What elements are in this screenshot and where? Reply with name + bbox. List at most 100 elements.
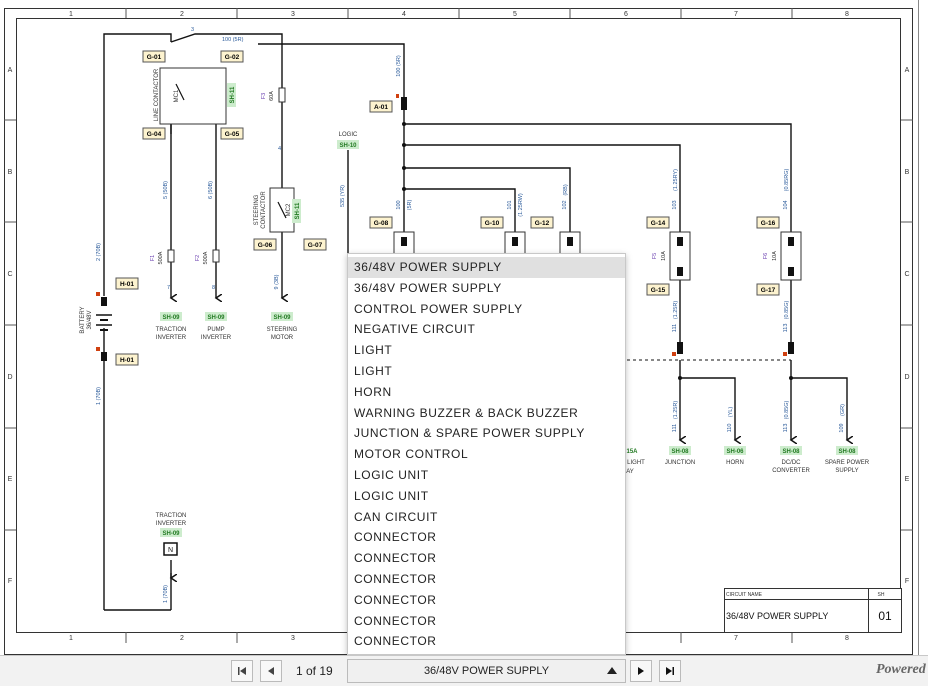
traction-inverter-b-label-2: INVERTER bbox=[156, 521, 187, 527]
horn-label: HORN bbox=[726, 460, 744, 466]
title-block-circuit-name: 36/48V POWER SUPPLY bbox=[726, 611, 828, 621]
connector-h01-top: H-01 bbox=[120, 281, 134, 288]
dropdown-option[interactable]: NEGATIVE CIRCUIT bbox=[348, 319, 625, 340]
partial-ay-label: AY bbox=[626, 469, 634, 475]
sheet-ref-sh08-spare: SH-08 bbox=[838, 449, 856, 455]
connector-h01-bottom: H-01 bbox=[120, 357, 134, 364]
caret-up-icon bbox=[607, 667, 617, 674]
connector-g04: G-04 bbox=[147, 131, 162, 138]
traction-inverter-b-label-1: TRACTION bbox=[156, 513, 187, 519]
dropdown-option[interactable]: CONNECTOR bbox=[348, 631, 625, 652]
fuse-f5-rating: 10A bbox=[661, 251, 667, 261]
connector-g10: G-10 bbox=[485, 220, 500, 227]
battery-label: BATTERY bbox=[80, 306, 86, 333]
grid-row-e-right: E bbox=[905, 476, 910, 483]
wire-9: 9 (3B) bbox=[274, 274, 280, 289]
dropdown-option[interactable]: LIGHT bbox=[348, 340, 625, 361]
grid-col-3: 3 bbox=[291, 11, 295, 18]
grid-col-1: 1 bbox=[69, 11, 73, 18]
grid-col-4: 4 bbox=[402, 11, 406, 18]
wire-1: 1 (70B) bbox=[96, 387, 102, 405]
powered-by-text: Powered bbox=[876, 662, 926, 678]
grid-row-c: C bbox=[7, 271, 12, 278]
grid-col-2: 2 bbox=[180, 11, 184, 18]
sheet-ref-sh11-a: SH-11 bbox=[230, 86, 236, 103]
connector-g01: G-01 bbox=[147, 54, 162, 61]
wire-8: 8 bbox=[212, 285, 215, 291]
dropdown-option[interactable]: WARNING BUZZER & BACK BUZZER bbox=[348, 403, 625, 424]
connector-g08: G-08 bbox=[374, 220, 389, 227]
next-page-button[interactable] bbox=[630, 660, 652, 682]
grid-col-7-bottom: 7 bbox=[734, 635, 738, 642]
circuit-select[interactable]: 36/48V POWER SUPPLY bbox=[347, 659, 626, 683]
wire-113-color: (0.85G) bbox=[784, 301, 790, 320]
mc1-label: MC1 bbox=[174, 89, 180, 102]
wire-100-top: 100 (5R) bbox=[222, 37, 244, 43]
wire-1-bottom: 1 (70B) bbox=[163, 585, 169, 603]
wire-102-color: (RB) bbox=[563, 184, 569, 195]
dropdown-option[interactable]: LOGIC UNIT bbox=[348, 465, 625, 486]
wire-111: 111 bbox=[672, 324, 678, 332]
title-block-sh-label: SH bbox=[878, 592, 885, 598]
sheet-ref-sh09-steering: SH-09 bbox=[273, 315, 291, 321]
wire-100-g08-color: (5R) bbox=[407, 199, 413, 210]
connector-g17: G-17 bbox=[761, 287, 776, 294]
viewer-toolbar: 1 of 19 36/48V POWER SUPPLY Powered bbox=[0, 655, 928, 686]
traction-inverter-label-2: INVERTER bbox=[156, 335, 187, 341]
dropdown-option[interactable]: JUNCTION & SPARE POWER SUPPLY bbox=[348, 423, 625, 444]
fuse-f2: F2 bbox=[195, 255, 201, 261]
fuse-f1-rating: 500A bbox=[158, 251, 164, 264]
spare-label-2: SUPPLY bbox=[835, 468, 858, 474]
wire-101: 101 bbox=[507, 200, 513, 209]
wire-100-g08: 100 bbox=[396, 200, 402, 209]
dropdown-option[interactable]: LOGIC UNIT bbox=[348, 486, 625, 507]
grid-row-d: D bbox=[7, 374, 12, 381]
dropdown-option[interactable]: CONNECTOR bbox=[348, 548, 625, 569]
title-block-sheet-number: 01 bbox=[878, 609, 892, 623]
wire-3: 3 bbox=[191, 27, 194, 33]
sheet-ref-sh11-b: SH-11 bbox=[295, 202, 301, 219]
wire-111-bottom-color: (1.25R) bbox=[673, 401, 679, 420]
wire-104: 104 bbox=[783, 200, 789, 209]
dropdown-option[interactable]: CONNECTOR bbox=[348, 569, 625, 590]
wire-111-bottom: 111 bbox=[672, 424, 678, 432]
dropdown-option[interactable]: 36/48V POWER SUPPLY bbox=[348, 278, 625, 299]
fuse-f6-rating: 10A bbox=[772, 251, 778, 261]
dropdown-option[interactable]: CONTROL POWER SUPPLY bbox=[348, 299, 625, 320]
fuse-f6: F6 bbox=[763, 253, 769, 259]
grid-col-8: 8 bbox=[845, 11, 849, 18]
grid-row-d-right: D bbox=[904, 374, 909, 381]
wire-4: 4 bbox=[278, 146, 281, 152]
wire-103: 103 bbox=[672, 200, 678, 209]
dropdown-option[interactable]: CONNECTOR bbox=[348, 611, 625, 632]
title-block-circuit-name-label: CIRCUIT NAME bbox=[726, 592, 763, 598]
steering-contactor-label-1: STEERING bbox=[254, 194, 260, 225]
dropdown-option[interactable]: CAN CIRCUIT bbox=[348, 507, 625, 528]
grid-col-6: 6 bbox=[624, 11, 628, 18]
grid-row-a: A bbox=[8, 67, 13, 74]
sheet-ref-sh06-horn: SH-06 bbox=[726, 449, 744, 455]
grid-col-1-bottom: 1 bbox=[69, 635, 73, 642]
dropdown-option[interactable]: HORN bbox=[348, 382, 625, 403]
last-page-button[interactable] bbox=[659, 660, 681, 682]
prev-page-button[interactable] bbox=[260, 660, 282, 682]
dcdc-label-1: DC/DC bbox=[782, 460, 802, 466]
dropdown-option[interactable]: 36/48V POWER SUPPLY bbox=[348, 257, 625, 278]
wire-113: 113 bbox=[783, 324, 789, 333]
circuit-dropdown-list[interactable]: 36/48V POWER SUPPLY36/48V POWER SUPPLYCO… bbox=[347, 253, 626, 655]
dropdown-option[interactable]: LIGHT bbox=[348, 361, 625, 382]
grid-row-a-right: A bbox=[905, 67, 910, 74]
traction-inverter-label-1: TRACTION bbox=[156, 327, 187, 333]
dropdown-option[interactable]: CONNECTOR bbox=[348, 527, 625, 548]
sheet-ref-sh10: SH-10 bbox=[339, 143, 357, 149]
line-contactor-label: LINE CONTACTOR bbox=[154, 68, 160, 121]
fuse-f1: F1 bbox=[150, 255, 156, 261]
connector-g15: G-15 bbox=[651, 287, 666, 294]
first-page-icon bbox=[237, 666, 247, 676]
junction-label: JUNCTION bbox=[665, 460, 695, 466]
dropdown-option[interactable]: MOTOR CONTROL bbox=[348, 444, 625, 465]
first-page-button[interactable] bbox=[231, 660, 253, 682]
wire-2: 2 (70B) bbox=[96, 243, 102, 261]
fuse-f3: F3 bbox=[261, 93, 267, 99]
dropdown-option[interactable]: CONNECTOR bbox=[348, 590, 625, 611]
